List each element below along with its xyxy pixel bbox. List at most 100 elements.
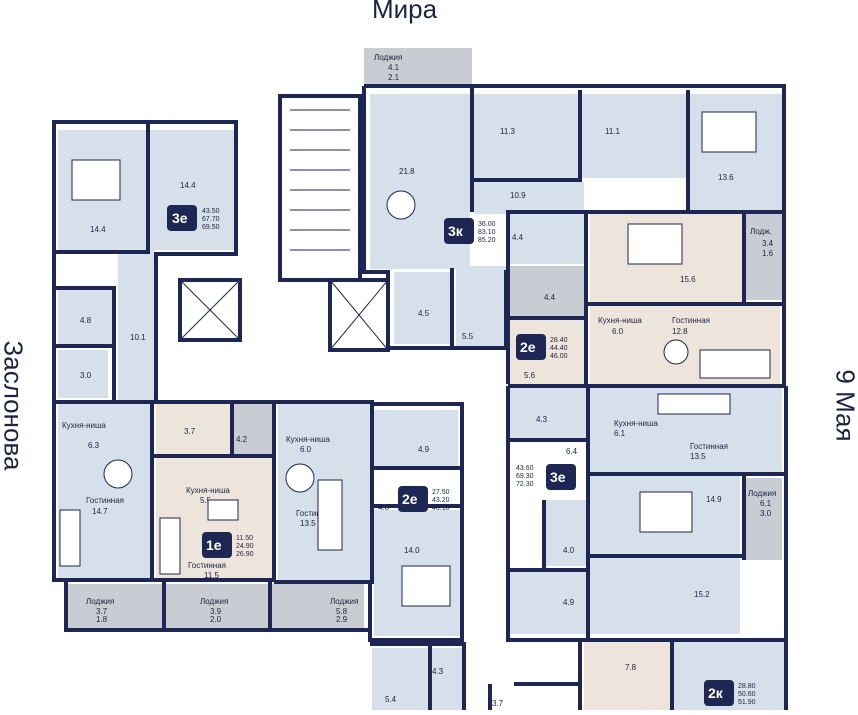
room-name: Лоджия xyxy=(374,53,402,62)
badge-3e-right: 43.60 69.30 72.30 3е xyxy=(516,464,576,490)
room-area: 14.7 xyxy=(92,507,108,516)
badge-text: 3к xyxy=(448,223,464,239)
room-area: 4.3 xyxy=(536,415,548,424)
room-area: 13.6 xyxy=(718,173,734,182)
room-name: Гостинная xyxy=(188,561,226,570)
room-name: Кухня-ниша xyxy=(286,435,330,444)
loggia-area: 1.6 xyxy=(762,249,774,258)
area-full: 46.00 xyxy=(550,353,568,360)
loggia-area: 2.9 xyxy=(336,615,348,624)
badge-text: 3е xyxy=(172,210,188,226)
room-name: Лоджия xyxy=(200,597,228,606)
room-name: Гостинная xyxy=(690,442,728,451)
room-area: 10.9 xyxy=(510,191,526,200)
room-area: 4.4 xyxy=(512,233,524,242)
room-area: 5.6 xyxy=(524,371,536,380)
area-total: 27.50 xyxy=(432,489,450,496)
room-name: Гостинная xyxy=(672,316,710,325)
room-area: 13.5 xyxy=(300,519,316,528)
room-area: 15.6 xyxy=(680,275,696,284)
area-living: 24.90 xyxy=(236,543,254,550)
room-area: 6.0 xyxy=(612,327,624,336)
street-label-top: Мира xyxy=(372,0,437,25)
room-b2 xyxy=(474,94,578,178)
loggia-area: 2.0 xyxy=(210,615,222,624)
area-living: 50.60 xyxy=(738,691,756,698)
room-area: 4.2 xyxy=(236,435,248,444)
area-living: 69.30 xyxy=(516,473,534,480)
area-total: 28.80 xyxy=(738,683,756,690)
badge-text: 2е xyxy=(520,339,536,355)
room-d7 xyxy=(510,572,586,634)
room-area: 7.8 xyxy=(625,663,637,672)
area-full: 72.30 xyxy=(516,481,534,488)
room-area: 14.4 xyxy=(180,181,196,190)
area-full: 46.10 xyxy=(432,505,450,512)
area-total: 43.60 xyxy=(516,465,534,472)
room-area: 4.9 xyxy=(418,445,430,454)
room-area: 15.2 xyxy=(694,590,710,599)
room-area: 5.4 xyxy=(385,695,397,704)
area-full: 69.50 xyxy=(202,224,220,231)
room-area: 11.3 xyxy=(500,127,516,136)
room-area: 4.5 xyxy=(418,309,430,318)
loggia-area: 1.8 xyxy=(96,615,108,624)
loggia-g xyxy=(272,584,364,628)
room-f2 xyxy=(232,404,272,456)
room-area: 4.0 xyxy=(563,546,575,555)
loggia-area: 3.0 xyxy=(760,509,772,518)
area-living: 83.10 xyxy=(478,229,496,236)
area-total: 11.50 xyxy=(236,535,253,542)
room-name: Гостинная xyxy=(86,496,124,505)
badge-text: 1е xyxy=(206,537,222,553)
badge-2k: 2к 28.80 50.60 51.90 xyxy=(704,680,756,706)
room-name: Кухня-ниша xyxy=(598,316,642,325)
loggia-area: 6.1 xyxy=(760,499,772,508)
room-name: Кухня-ниша xyxy=(186,486,230,495)
badge-text: 2е xyxy=(402,491,418,507)
room-name: Лоджия xyxy=(86,597,114,606)
room-c2 xyxy=(510,266,584,316)
street-label-left: Заслонова xyxy=(0,331,29,481)
room-d9 xyxy=(584,640,670,710)
badge-1e: 1е 11.50 24.90 26.90 xyxy=(202,532,254,558)
room-h2 xyxy=(372,648,430,710)
room-area: 12.8 xyxy=(672,327,688,336)
area-full: 26.90 xyxy=(236,551,254,558)
room-h1 xyxy=(432,648,462,710)
street-label-right: 9 Мая xyxy=(830,356,858,456)
room-area: 4.9 xyxy=(563,598,575,607)
room-b5 xyxy=(474,182,584,214)
room-b3 xyxy=(582,94,686,178)
loggia-area: 3.4 xyxy=(762,239,774,248)
room-area: 14.0 xyxy=(404,546,420,555)
room-area: 3.0 xyxy=(80,371,92,380)
room-area: 3.7 xyxy=(184,427,196,436)
room-b6 xyxy=(394,272,450,344)
area-total: 28.40 xyxy=(550,337,568,344)
area-living: 67.70 xyxy=(202,216,220,223)
loggia-short: Лодж. xyxy=(750,227,772,236)
room-area: 11.5 xyxy=(204,571,220,580)
loggia-area: 2.1 xyxy=(388,73,400,82)
room-area: 3.7 xyxy=(492,699,504,708)
badge-3k: 3к 36.00 83.10 85.20 xyxy=(444,218,496,244)
loggia-area: 4.1 xyxy=(388,63,400,72)
room-d8 xyxy=(590,558,740,634)
room-area: 5.5 xyxy=(462,332,474,341)
badge-text: 3е xyxy=(550,469,566,485)
badge-2e-right: 2е 28.40 44.40 46.00 xyxy=(516,334,568,360)
area-total: 43.50 xyxy=(202,208,220,215)
badge-3e-left: 3е 43.50 67.70 69.50 xyxy=(167,205,220,231)
area-full: 85.20 xyxy=(478,237,496,244)
room-a5 xyxy=(118,250,154,400)
area-living: 43.20 xyxy=(432,497,450,504)
room-area: 6.4 xyxy=(566,447,578,456)
room-d1 xyxy=(510,388,586,440)
room-area: 13.5 xyxy=(690,452,706,461)
room-area: 4.8 xyxy=(80,316,92,325)
room-area: 6.1 xyxy=(614,429,626,438)
area-living: 44.40 xyxy=(550,345,568,352)
room-name: Лоджия xyxy=(748,489,776,498)
room-fills xyxy=(58,48,784,710)
